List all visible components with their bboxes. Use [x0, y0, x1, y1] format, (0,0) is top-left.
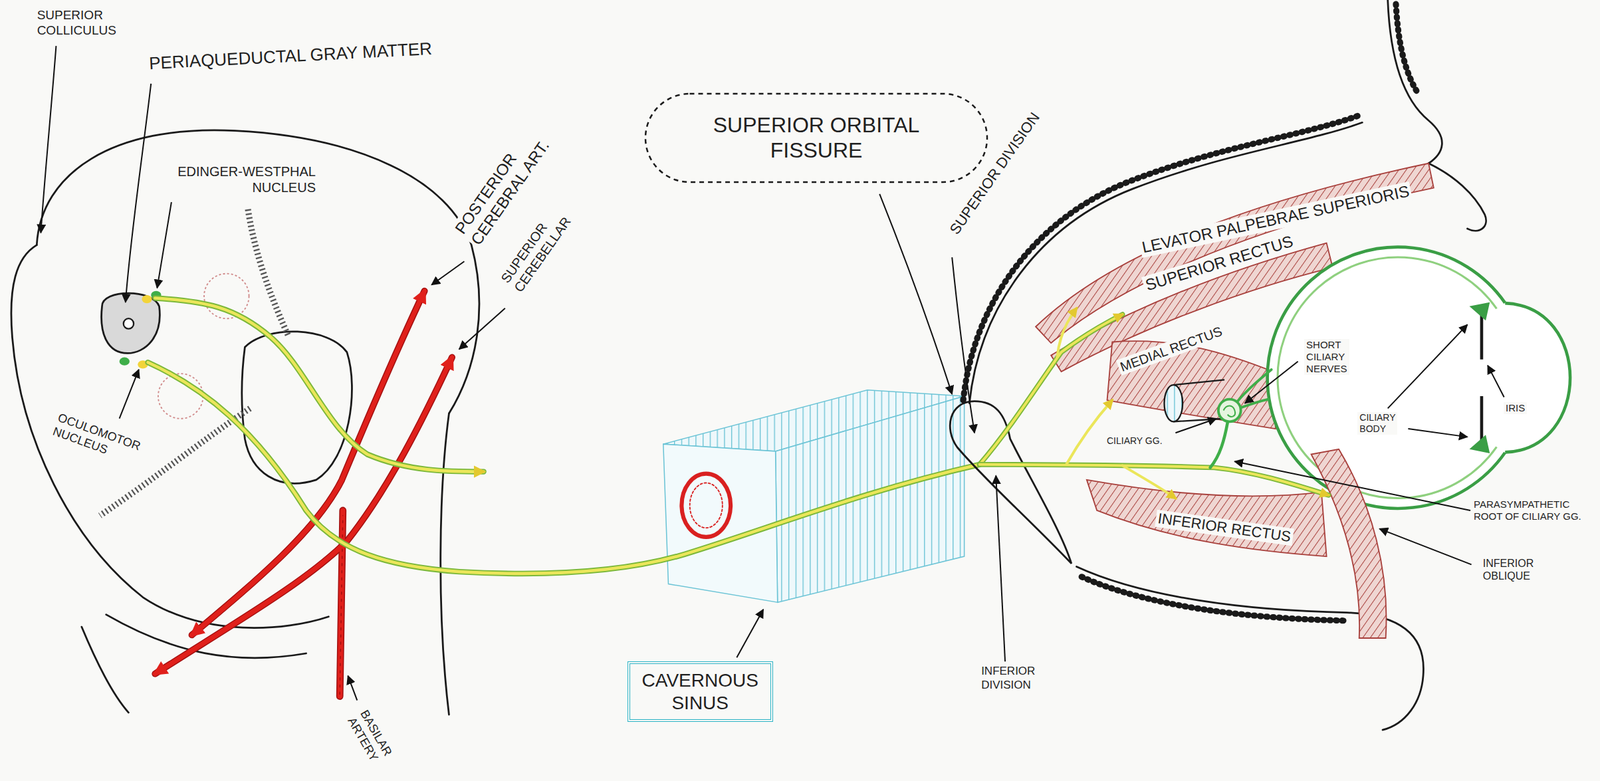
leader-lines [40, 45, 1504, 701]
label-box: CAVERNOUS SINUS [627, 661, 774, 722]
sinus-face [775, 396, 965, 603]
leader-line [1487, 365, 1505, 398]
superior-cerebellar-artery [154, 357, 453, 675]
anatomy-label: OCULOMOTOR NUCLEUS [49, 410, 145, 468]
inferior-rectus-muscle [1086, 479, 1327, 557]
leader-line [1379, 529, 1472, 566]
leader-line [951, 257, 975, 433]
internal-carotid-artery [689, 483, 723, 529]
anatomy-label: SHORT CILIARY NERVES [1304, 339, 1349, 375]
leader-line [1245, 361, 1299, 404]
choroid [1277, 257, 1497, 498]
bubble-outline [644, 92, 989, 184]
oculomotor-nucleus [141, 295, 152, 304]
anatomy-label: SUPERIOR CEREBELLAR [496, 203, 576, 298]
ganglion-swirl [1223, 406, 1236, 417]
leader-line [40, 45, 56, 233]
anatomy-label: INFERIOR DIVISION [979, 664, 1037, 692]
artery-edge [154, 357, 453, 675]
anatomy-label: INFERIOR OBLIQUE [1481, 557, 1536, 583]
superior-division [979, 314, 1123, 465]
iris [1480, 306, 1484, 450]
brainstem-arteries [154, 291, 453, 697]
inferior-oblique-muscle [1311, 449, 1387, 639]
eyeball [1267, 247, 1571, 509]
sinus-face [663, 444, 778, 603]
parasympathetic-root [1210, 422, 1228, 468]
leader-line [1387, 324, 1468, 409]
nerve-branch [1066, 400, 1113, 465]
nerve-branch [1122, 465, 1176, 498]
anatomy-label: BASILAR ARTERY [342, 705, 395, 768]
outline [36, 130, 480, 414]
leader-line [995, 475, 1006, 663]
leader-line [119, 369, 139, 419]
optic-nerve [1164, 379, 1226, 422]
outline [81, 626, 129, 713]
outline [440, 413, 450, 715]
dashed-outline [645, 93, 988, 183]
superior-cerebellar-artery [154, 541, 347, 675]
posterior-cerebral-artery [192, 479, 343, 635]
periaqueductal-gray [101, 293, 161, 353]
leader-line [879, 194, 952, 395]
inferior-division [979, 464, 1329, 496]
anatomy-label: CILIARY GG. [1104, 435, 1165, 447]
midbrain-outline [11, 130, 480, 715]
cavernous-sinus-drawing [663, 390, 965, 603]
leader-line [431, 261, 464, 285]
cerebral-peduncle [241, 331, 353, 484]
eyelid [1428, 163, 1486, 231]
anatomy-label: EDINGER-WESTPHAL NUCLEUS [147, 163, 318, 196]
anatomy-label: PARASYMPATHETIC ROOT OF CILIARY GG. [1471, 498, 1586, 523]
leader-line [347, 676, 357, 701]
sclera [1267, 247, 1505, 509]
node-text: CAVERNOUS SINUS [642, 669, 759, 714]
nerve-branch [1056, 308, 1077, 358]
brow [1387, 0, 1443, 164]
leader-line [156, 202, 171, 288]
oculomotor-nerve [148, 297, 980, 573]
nerve-trunk [148, 362, 980, 574]
nerve-fiber [154, 297, 484, 472]
internal-carotid-artery [681, 473, 731, 538]
bone-hatch [1081, 576, 1347, 621]
nerve-fiber [154, 297, 484, 472]
anatomy-label: CILIARY BODY [1357, 412, 1398, 435]
short-ciliary-nerve [1237, 369, 1272, 409]
bone-hatch [1395, 3, 1419, 94]
leader-line [459, 308, 506, 349]
extraocular-muscles [1311, 449, 1387, 639]
outline [11, 245, 329, 629]
node-text: SUPERIOR ORBITAL FISSURE [673, 112, 960, 164]
anatomy-label: IRIS [1503, 402, 1527, 415]
leader-line [1234, 461, 1471, 511]
ciliary-ganglion [1218, 399, 1242, 423]
leader-line [736, 609, 764, 658]
leader-line [1407, 428, 1468, 437]
nerve-trunk [148, 362, 980, 574]
callout-bubble: SUPERIOR ORBITAL FISSURE [644, 92, 989, 184]
stippled-band [247, 209, 289, 338]
optic-nerve-end [1164, 384, 1184, 422]
inferior-division [979, 464, 1329, 496]
ciliary-body [1469, 302, 1491, 454]
globe-fill [1267, 247, 1529, 509]
edinger-westphal-nucleus [119, 357, 130, 366]
anatomy-label: PERIAQUEDUCTAL GRAY MATTER [146, 38, 435, 75]
aqueduct [123, 318, 134, 329]
leader-line [1175, 418, 1216, 434]
superior-division [979, 314, 1123, 465]
anatomy-label: SUPERIOR COLLICULUS [35, 7, 119, 39]
cornea [1504, 303, 1571, 453]
